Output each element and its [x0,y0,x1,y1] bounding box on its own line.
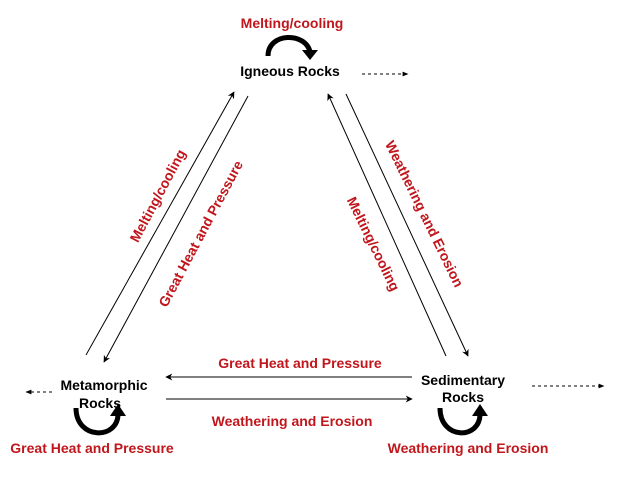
edge-label-sedimentary-to-metamorphic: Great Heat and Pressure [218,355,382,371]
igneous-loop-icon [265,35,318,60]
metamorphic-rocks-node-line2: Rocks [79,395,121,411]
sedimentary-loop-label: Weathering and Erosion [388,440,549,456]
igneous-loop-label: Melting/cooling [241,15,344,31]
arrow-igneous-to-metamorphic [103,95,249,363]
arrow-metamorphic-to-igneous [85,91,235,356]
arrow-igneous-to-sedimentary [345,93,469,357]
edge-label-metamorphic-to-sedimentary: Weathering and Erosion [212,413,373,429]
metamorphic-loop-icon [73,404,126,436]
sedimentary-rocks-node-line1: Sedimentary [421,372,505,388]
edge-label-metamorphic-to-igneous: Melting/cooling [126,147,188,245]
edge-label-igneous-to-sedimentary: Weathering and Erosion [382,138,467,290]
metamorphic-rocks-node-line1: Metamorphic [60,377,147,393]
metamorphic-loop-label: Great Heat and Pressure [10,440,174,456]
edge-label-sedimentary-to-igneous: Melting/cooling [344,194,403,293]
igneous-rocks-node: Igneous Rocks [240,63,340,79]
sedimentary-loop-icon [437,404,488,436]
arrow-sedimentary-to-igneous [327,93,447,357]
sedimentary-rocks-node-line2: Rocks [442,389,484,405]
